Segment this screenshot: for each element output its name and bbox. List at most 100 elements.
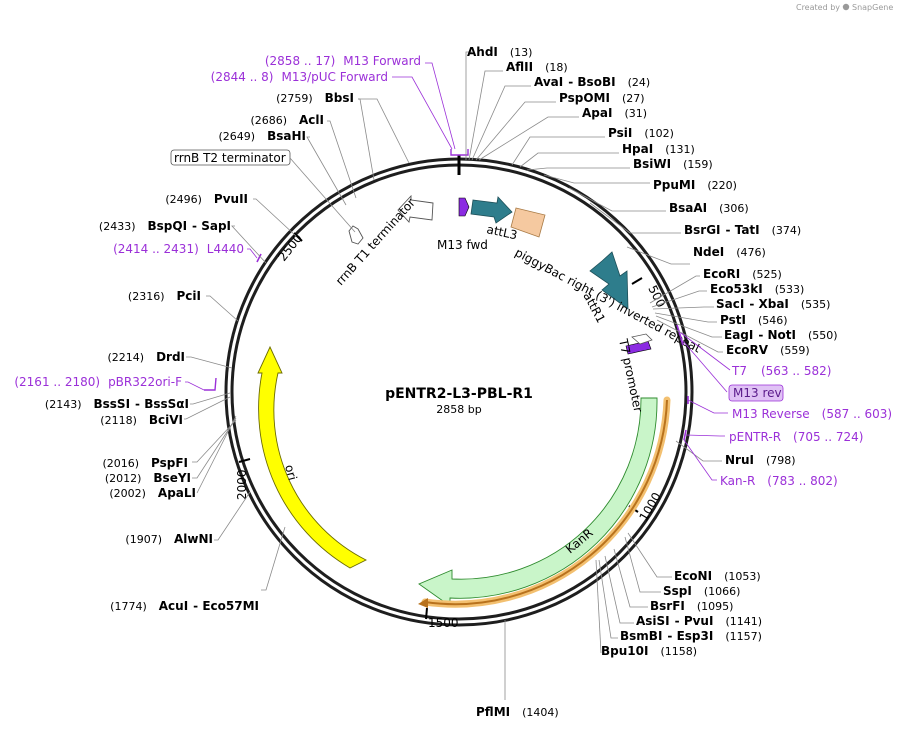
enzyme-label-bcivi[interactable]: (2118)BciVI: [100, 413, 183, 427]
svg-text:(2649)BsaHI: (2649)BsaHI: [219, 129, 306, 143]
svg-text:(2316)PciI: (2316)PciI: [128, 289, 201, 303]
pentr-r-primer-bar: [683, 429, 687, 441]
enzyme-label-pspfi[interactable]: (2016)PspFI: [102, 456, 188, 470]
enzyme-label-aflii[interactable]: AflII(18): [506, 60, 568, 74]
enzyme-label-alwni[interactable]: (1907)AlwNI: [125, 532, 213, 546]
enzyme-label-bsssi[interactable]: (2143)BssSI- BssSαI: [45, 397, 189, 411]
svg-text:EcoRI(525): EcoRI(525): [703, 267, 782, 281]
enzyme-label-bsrfi[interactable]: BsrFI(1095): [650, 599, 733, 613]
enzyme-label-bspqi[interactable]: (2433)BspQI- SapI: [99, 219, 231, 233]
svg-text:(2214)DrdI: (2214)DrdI: [107, 350, 185, 364]
rrnb-t2-label: rrnB T2 terminator: [174, 151, 286, 165]
ori-label: ori: [282, 463, 300, 482]
enzyme-label-bsiwi[interactable]: BsiWI(159): [633, 157, 713, 171]
enzyme-label-saci[interactable]: SacI- XbaI(535): [716, 297, 830, 311]
plasmid-name: pENTR2-L3-PBL-R1: [385, 386, 533, 402]
svg-text:BsmBI- Esp3I(1157): BsmBI- Esp3I(1157): [620, 629, 762, 643]
svg-text:(2143)BssSI- BssSαI: (2143)BssSI- BssSαI: [45, 397, 189, 411]
enzyme-label-ahdi[interactable]: AhdI(13): [467, 45, 532, 59]
enzyme-label-eco53ki[interactable]: Eco53kI(533): [710, 282, 804, 296]
svg-text:M13 Reverse(587 .. 603): M13 Reverse(587 .. 603): [732, 407, 892, 421]
enzyme-label-asisi[interactable]: AsiSI- PvuI(1141): [636, 614, 762, 628]
primer-label-m13-rev[interactable]: M13 rev: [728, 384, 784, 402]
attR1-feature-arrow[interactable]: [589, 251, 629, 310]
enzyme-label-ecorv[interactable]: EcoRV(559): [726, 343, 810, 357]
enzyme-label-acui[interactable]: (1774)AcuI- Eco57MI: [110, 599, 259, 613]
primer-label-m13-forward[interactable]: (2858 .. 17)M13 Forward: [265, 54, 421, 68]
tick-1500-label: 1500: [428, 616, 459, 630]
t7-terminator-glyph-icon: [631, 333, 653, 345]
tick-500-mark: [631, 277, 643, 285]
enzyme-label-pcii[interactable]: (2316)PciI: [128, 289, 201, 303]
enzyme-label-bsahi[interactable]: (2649)BsaHI: [219, 129, 306, 143]
primer-label-pbr322ori-f[interactable]: (2161 .. 2180)pBR322ori-F: [14, 375, 182, 389]
enzyme-label-bseyi[interactable]: (2012)BseYI: [105, 471, 191, 485]
enzyme-label-psii[interactable]: PsiI(102): [608, 126, 674, 140]
svg-text:PsiI(102): PsiI(102): [608, 126, 674, 140]
svg-text:NruI(798): NruI(798): [725, 453, 796, 467]
enzyme-label-bpu10i[interactable]: Bpu10I(1158): [601, 644, 697, 658]
m13fwd-label: M13 fwd: [437, 238, 488, 252]
svg-text:Eco53kI(533): Eco53kI(533): [710, 282, 804, 296]
svg-text:Kan-R(783 .. 802): Kan-R(783 .. 802): [720, 474, 838, 488]
enzyme-label-acli[interactable]: (2686)AclI: [250, 113, 324, 127]
m13fwd-feature-arrow[interactable]: [458, 197, 470, 217]
enzyme-label-sspi[interactable]: SspI(1066): [663, 584, 740, 598]
enzyme-label-bsmbi[interactable]: BsmBI- Esp3I(1157): [620, 629, 762, 643]
enzyme-label-hpai[interactable]: HpaI(131): [622, 142, 695, 156]
credit-brand: SnapGene: [852, 3, 893, 12]
svg-text:PstI(546): PstI(546): [720, 313, 788, 327]
enzyme-label-pflmi[interactable]: PflMI(1404): [476, 705, 559, 719]
enzyme-label-bbsi[interactable]: (2759)BbsI: [276, 91, 354, 105]
tick-2500-label: 2500: [275, 231, 305, 264]
svg-text:PpuMI(220): PpuMI(220): [653, 178, 737, 192]
enzyme-label-apali[interactable]: (2002)ApaLI: [109, 486, 196, 500]
primer-label-l4440[interactable]: (2414 .. 2431)L4440: [113, 242, 244, 256]
svg-text:(2759)BbsI: (2759)BbsI: [276, 91, 354, 105]
svg-text:(1907)AlwNI: (1907)AlwNI: [125, 532, 213, 546]
rrnb-t1-label: rrnB T1 terminator: [333, 196, 418, 288]
rrnb-t1-terminator-arrow[interactable]: [397, 194, 434, 223]
tick-1500-mark: [425, 607, 428, 620]
plasmid-length: 2858 bp: [436, 403, 481, 416]
enzyme-label-ppumi[interactable]: PpuMI(220): [653, 178, 737, 192]
attL3-label: attL3: [485, 222, 518, 242]
svg-text:EcoRV(559): EcoRV(559): [726, 343, 810, 357]
enzyme-label-bsaai[interactable]: BsaAI(306): [669, 201, 749, 215]
svg-text:HpaI(131): HpaI(131): [622, 142, 695, 156]
svg-text:(2433)BspQI- SapI: (2433)BspQI- SapI: [99, 219, 231, 233]
enzyme-label-ndei[interactable]: NdeI(476): [693, 245, 766, 259]
enzyme-label-eagi[interactable]: EagI- NotI(550): [724, 328, 838, 342]
enzyme-label-psti[interactable]: PstI(546): [720, 313, 788, 327]
svg-text:M13 rev: M13 rev: [733, 386, 782, 400]
svg-text:(2161 .. 2180)pBR322ori-F: (2161 .. 2180)pBR322ori-F: [14, 375, 182, 389]
enzyme-label-bsrgi[interactable]: BsrGI- TatI(374): [684, 223, 801, 237]
enzyme-label-ecori[interactable]: EcoRI(525): [703, 267, 782, 281]
svg-text:(2016)PspFI: (2016)PspFI: [102, 456, 188, 470]
enzyme-label-econi[interactable]: EcoNI(1053): [674, 569, 761, 583]
primer-label-pentr-r[interactable]: pENTR-R(705 .. 724): [729, 430, 863, 444]
svg-text:(2002)ApaLI: (2002)ApaLI: [109, 486, 196, 500]
svg-text:Bpu10I(1158): Bpu10I(1158): [601, 644, 697, 658]
enzyme-label-avai[interactable]: AvaI- BsoBI(24): [534, 75, 650, 89]
enzyme-label-apai[interactable]: ApaI(31): [582, 106, 647, 120]
svg-text:PflMI(1404): PflMI(1404): [476, 705, 559, 719]
m13-rev-primer-bar: [680, 338, 684, 346]
attL3-feature-arrow[interactable]: [470, 196, 513, 224]
enzyme-label-pspomi[interactable]: PspOMI(27): [559, 91, 645, 105]
ori-feature-arrow[interactable]: [257, 345, 368, 569]
kanr-primer-arrowhead-icon: [418, 598, 428, 608]
primer-label-m13-reverse[interactable]: M13 Reverse(587 .. 603): [732, 407, 892, 421]
primer-label-t7[interactable]: T7(563 .. 582): [731, 364, 831, 378]
enzyme-label-drdi[interactable]: (2214)DrdI: [107, 350, 185, 364]
primer-label-kan-r[interactable]: Kan-R(783 .. 802): [720, 474, 838, 488]
piggybac-feature-box[interactable]: [510, 207, 546, 238]
primer-label-m13-puc-forward[interactable]: (2844 .. 8)M13/pUC Forward: [211, 70, 388, 84]
enzyme-label-nrui[interactable]: NruI(798): [725, 453, 796, 467]
pbr322ori-primer-bar: [204, 377, 217, 391]
enzyme-label-pvuii[interactable]: (2496)PvuII: [165, 192, 248, 206]
svg-text:SspI(1066): SspI(1066): [663, 584, 740, 598]
svg-text:EcoNI(1053): EcoNI(1053): [674, 569, 761, 583]
svg-text:AhdI(13): AhdI(13): [467, 45, 532, 59]
